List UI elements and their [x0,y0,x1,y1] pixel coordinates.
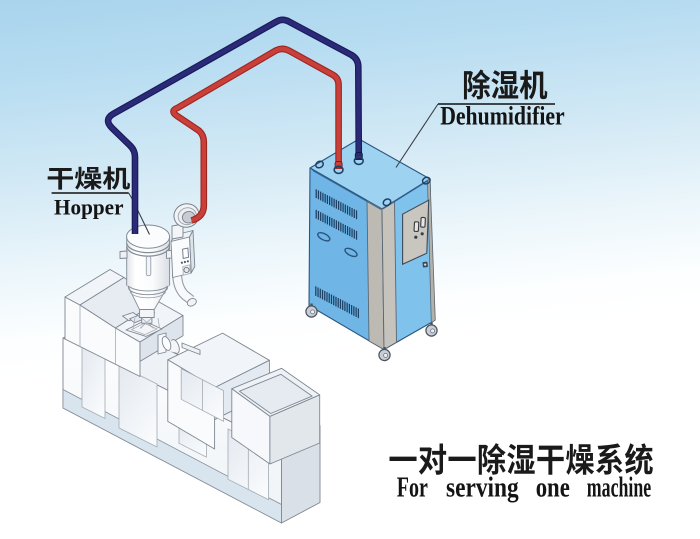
svg-text:serving: serving [446,473,519,504]
svg-text:machine: machine [587,473,651,504]
svg-text:Hopper: Hopper [54,194,124,219]
svg-text:Dehumidifier: Dehumidifier [440,101,565,130]
svg-text:one: one [536,473,570,504]
svg-text:For: For [397,473,428,504]
